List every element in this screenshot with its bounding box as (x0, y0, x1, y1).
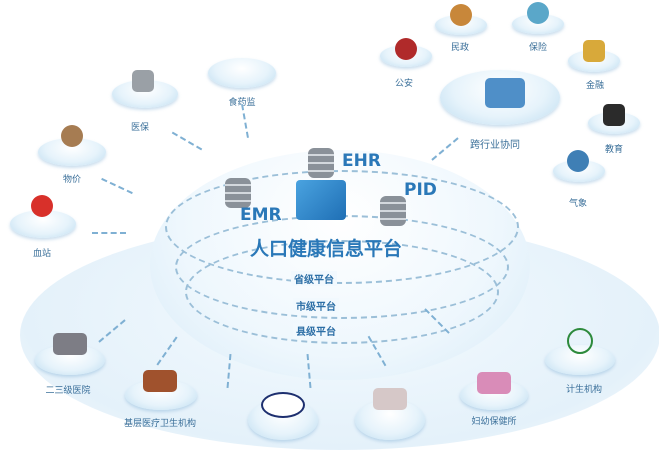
coins-icon (583, 40, 605, 62)
arrow (431, 137, 459, 161)
node-police-label: 公安 (394, 79, 414, 89)
blackboard-icon (603, 104, 625, 126)
node-insurance-label: 医保 (130, 123, 150, 133)
coin-icon (61, 125, 83, 147)
node-price-label: 物价 (62, 175, 82, 185)
medical-kit-icon (132, 70, 154, 92)
emr-label: EMR (240, 205, 282, 225)
family-planning-logo-icon (567, 328, 593, 354)
cross-industry-label: 跨行业协同 (470, 140, 520, 151)
node-fda-label: 食药监 (228, 98, 256, 108)
globe-icon (567, 150, 589, 172)
cdc-logo-icon (261, 392, 305, 418)
clinic-buildings-icon (143, 370, 177, 392)
node-education-label: 教育 (604, 145, 624, 155)
pid-label: PID (404, 180, 437, 200)
node-insure-label: 保险 (528, 43, 548, 53)
hospital-buildings-icon (53, 333, 87, 355)
arrow (101, 177, 133, 195)
node-weather-label: 气象 (568, 199, 588, 209)
ehr-database-icon (308, 148, 334, 178)
maternal-buildings-icon (477, 372, 511, 394)
ehr-label: EHR (342, 151, 381, 171)
pid-database-icon (380, 196, 406, 226)
police-badge-icon (395, 38, 417, 60)
emr-database-icon (225, 178, 251, 208)
node-civil-label: 民政 (450, 43, 470, 53)
health-card-icon (296, 180, 346, 220)
ring-county (185, 240, 499, 344)
level-city: 市级平台 (293, 298, 339, 313)
civil-emblem-icon (450, 4, 472, 26)
node-finance-label: 金融 (585, 81, 605, 91)
arrow (241, 104, 249, 138)
arrow (92, 232, 126, 234)
arrow (171, 131, 203, 151)
node-cloud-insure (512, 14, 564, 34)
umbrella-icon (527, 2, 549, 24)
community-buildings-icon (373, 388, 407, 410)
node-family-planning-label: 计生机构 (565, 385, 603, 395)
level-county: 县级平台 (293, 323, 339, 338)
node-maternal-label: 妇幼保健所 (471, 417, 517, 427)
node-hospital-label: 二三级医院 (45, 386, 91, 396)
server-building-icon (485, 78, 525, 108)
blood-drop-icon (31, 195, 53, 217)
platform-title: 人口健康信息平台 (250, 238, 403, 260)
node-blood-label: 血站 (32, 249, 52, 259)
node-primary-label: 基层医疗卫生机构 (123, 419, 197, 429)
node-cloud-fda (208, 58, 276, 88)
level-provincial: 省级平台 (291, 271, 337, 286)
